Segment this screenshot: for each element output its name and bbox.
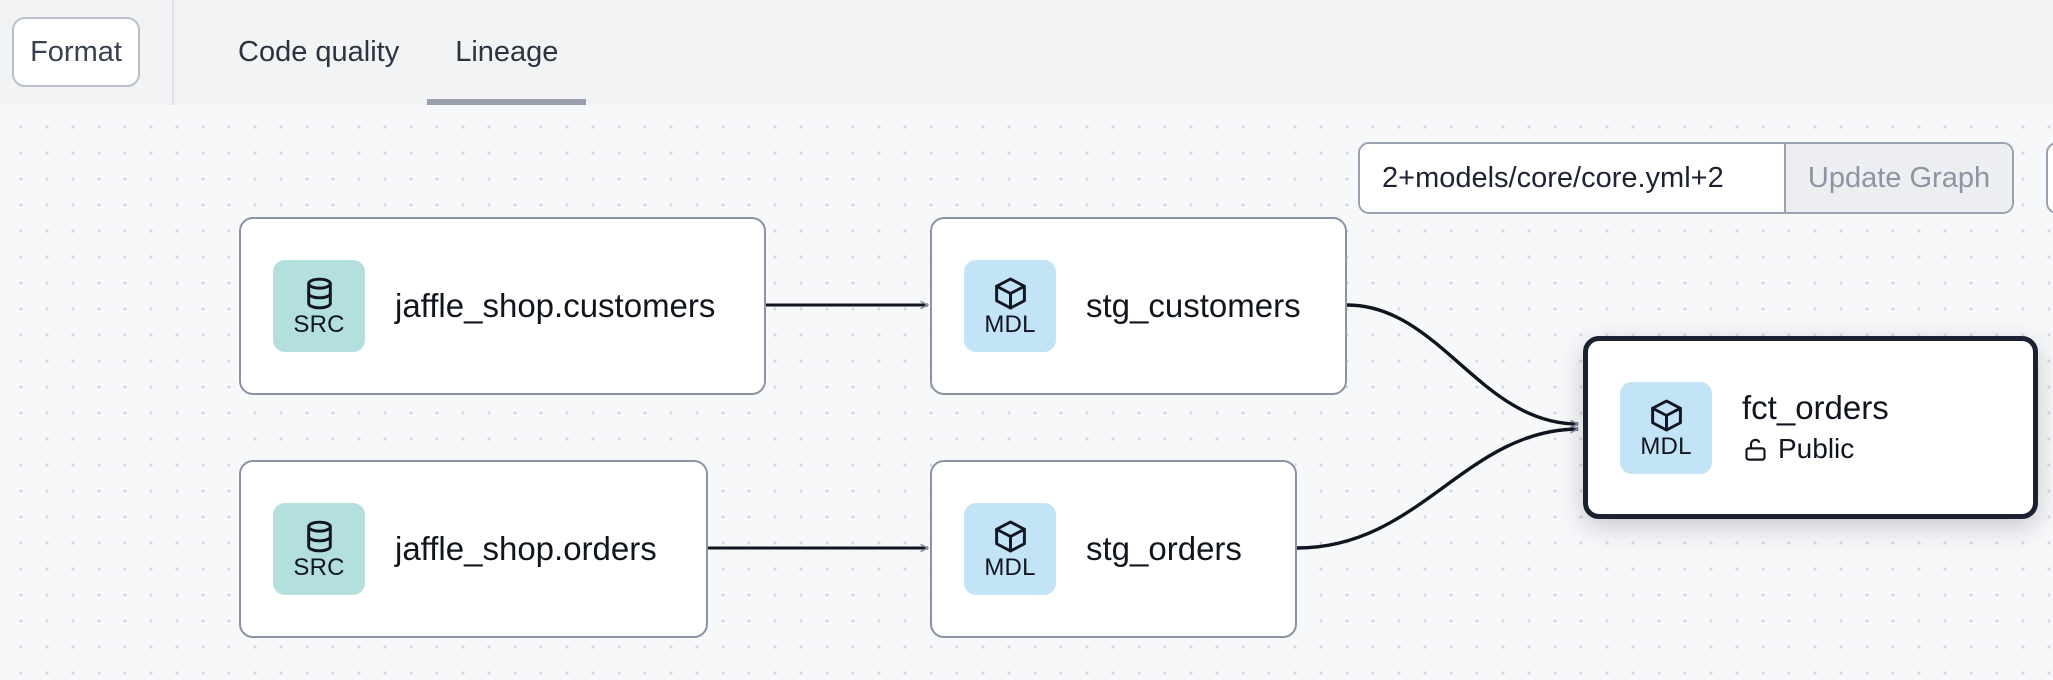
node-title: jaffle_shop.orders	[395, 530, 657, 568]
node-title: fct_orders	[1742, 389, 1889, 427]
tab-lineage[interactable]: Lineage	[427, 0, 587, 105]
badge-src: SRC	[273, 503, 365, 595]
lineage-node-stg-customers[interactable]: MDL stg_customers	[930, 217, 1347, 395]
graph-controls-panel[interactable]	[2046, 142, 2053, 214]
badge-mdl: MDL	[1620, 381, 1712, 474]
graph-selector-toolbar: Update Graph	[1358, 142, 2014, 214]
node-title: jaffle_shop.customers	[395, 287, 716, 325]
badge-src: SRC	[273, 260, 365, 352]
edge-stg-customers-to-fct	[1346, 303, 1578, 424]
format-button-label: Format	[30, 35, 122, 68]
badge-label: SRC	[293, 311, 345, 338]
lineage-node-jaffle-shop-customers[interactable]: SRC jaffle_shop.customers	[239, 217, 766, 395]
tab-code-quality[interactable]: Code quality	[210, 0, 427, 105]
toolbar-header: Format Code quality Lineage	[0, 0, 2053, 105]
badge-label: MDL	[984, 311, 1036, 338]
node-body: jaffle_shop.customers	[395, 287, 715, 325]
node-access-badge: Public	[1742, 433, 1889, 465]
badge-label: MDL	[1640, 432, 1692, 460]
badge-label: MDL	[984, 554, 1036, 581]
tab-lineage-label: Lineage	[455, 36, 559, 68]
node-access-label: Public	[1778, 433, 1855, 465]
node-body: jaffle_shop.orders	[395, 530, 657, 568]
database-icon	[306, 520, 332, 553]
dbt-selector-input[interactable]	[1360, 144, 1784, 212]
edge-stg-orders-to-fct	[1296, 429, 1578, 550]
badge-label: SRC	[293, 554, 345, 581]
lineage-node-jaffle-shop-orders[interactable]: SRC jaffle_shop.orders	[239, 460, 708, 638]
lineage-node-fct-orders[interactable]: MDL fct_orders Public	[1583, 336, 2038, 519]
node-title: stg_customers	[1086, 287, 1301, 325]
database-icon	[306, 277, 332, 310]
lineage-edges	[707, 105, 2053, 680]
lineage-canvas[interactable]: SRC jaffle_shop.customers MDL stg_custom…	[0, 105, 2053, 680]
node-body: stg_customers	[1086, 287, 1301, 325]
lineage-node-stg-orders[interactable]: MDL stg_orders	[930, 460, 1297, 638]
header-divider	[172, 0, 174, 105]
badge-mdl: MDL	[964, 260, 1056, 352]
cube-icon	[994, 520, 1026, 553]
badge-mdl: MDL	[964, 503, 1056, 595]
node-title: stg_orders	[1086, 530, 1242, 568]
node-body: stg_orders	[1086, 530, 1242, 568]
tab-bar: Code quality Lineage	[210, 0, 587, 105]
cube-icon	[1650, 399, 1682, 431]
tab-underline-active	[427, 99, 587, 105]
format-button[interactable]: Format	[12, 17, 140, 87]
node-body: fct_orders Public	[1742, 389, 1889, 465]
update-graph-label: Update Graph	[1807, 161, 1991, 194]
cube-icon	[994, 277, 1026, 310]
update-graph-button[interactable]: Update Graph	[1784, 144, 2012, 212]
tab-code-quality-label: Code quality	[238, 36, 400, 68]
unlock-icon	[1745, 438, 1766, 461]
